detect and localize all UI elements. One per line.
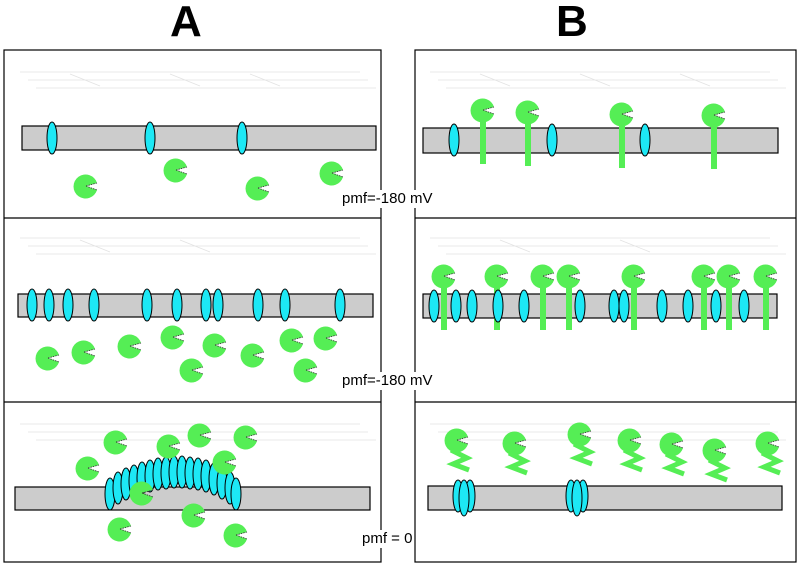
pacman-protein-icon — [75, 456, 100, 481]
pacman-protein-icon — [163, 158, 188, 183]
column-b-label: B — [556, 0, 588, 46]
channel-icon — [144, 121, 156, 155]
channel-icon — [518, 289, 530, 323]
channel-cluster-icon — [452, 479, 476, 517]
channel-icon — [171, 288, 183, 322]
channel-icon — [618, 289, 630, 323]
z-shaped-protein-icon — [703, 439, 727, 481]
column-a-label: A — [170, 0, 202, 46]
channel-icon — [574, 289, 586, 323]
channel-icon — [682, 289, 694, 323]
pacman-protein-icon — [71, 340, 96, 365]
panel-b-row1 — [422, 98, 779, 170]
channel-icon — [62, 288, 74, 322]
panel-b-row3 — [427, 423, 783, 517]
channel-icon — [608, 289, 620, 323]
channel-icon — [43, 288, 55, 322]
channel-icon — [710, 289, 722, 323]
channel-icon — [46, 121, 58, 155]
pacman-protein-icon — [103, 430, 128, 455]
pacman-protein-icon — [245, 176, 270, 201]
pacman-protein-icon — [179, 358, 204, 383]
channel-icon — [141, 288, 153, 322]
channel-icon — [252, 288, 264, 322]
membrane-bar — [422, 127, 779, 154]
pmf-label-row2: pmf=-180 mV — [340, 372, 435, 390]
pacman-protein-icon — [160, 325, 185, 350]
membrane-bar — [427, 485, 783, 511]
pacman-protein-icon — [240, 343, 265, 368]
pacman-protein-icon — [202, 333, 227, 358]
pacman-protein-icon — [117, 334, 142, 359]
pmf-label-row1: pmf=-180 mV — [340, 190, 435, 208]
panel-frames — [3, 49, 797, 563]
channel-icon — [738, 289, 750, 323]
channel-icon — [466, 289, 478, 323]
pacman-protein-icon — [319, 161, 344, 186]
background-grid — [20, 71, 786, 441]
z-shaped-protein-icon — [445, 429, 469, 471]
channel-icon — [450, 289, 462, 323]
channel-icon — [448, 123, 460, 157]
pacman-protein-icon — [181, 503, 206, 528]
pmf-label-row3: pmf = 0 — [360, 530, 415, 548]
channel-icon — [639, 123, 651, 157]
z-shaped-protein-icon — [756, 432, 780, 474]
channel-icon — [546, 123, 558, 157]
panel-a-row1 — [21, 121, 377, 201]
z-shaped-protein-icon — [618, 429, 642, 471]
z-shaped-protein-icon — [660, 433, 684, 475]
channel-icon — [212, 288, 224, 322]
pacman-protein-icon — [187, 423, 212, 448]
pacman-protein-icon — [223, 523, 248, 548]
pacman-protein-icon — [293, 358, 318, 383]
pacman-protein-icon — [73, 174, 98, 199]
pacman-protein-icon — [212, 450, 237, 475]
channel-icon — [200, 288, 212, 322]
z-shaped-protein-icon — [503, 432, 527, 474]
channel-icon — [279, 288, 291, 322]
channel-icon — [236, 121, 248, 155]
pacman-protein-icon — [279, 328, 304, 353]
z-shaped-protein-icon — [568, 423, 592, 465]
channel-icon — [656, 289, 668, 323]
channel-icon — [428, 289, 440, 323]
channel-icon — [88, 288, 100, 322]
pacman-protein-icon — [107, 517, 132, 542]
panel-b-row2 — [422, 264, 778, 331]
channel-icon — [492, 289, 504, 323]
panel-a-row3 — [14, 423, 371, 548]
membrane-bar — [21, 125, 377, 151]
panel-a-row2 — [17, 288, 374, 383]
pacman-protein-icon — [35, 346, 60, 371]
pacman-protein-icon — [313, 326, 338, 351]
channel-icon — [334, 288, 346, 322]
channel-icon — [26, 288, 38, 322]
pacman-protein-icon — [156, 434, 181, 459]
pacman-protein-icon — [233, 425, 258, 450]
channel-cluster-icon — [565, 479, 589, 517]
